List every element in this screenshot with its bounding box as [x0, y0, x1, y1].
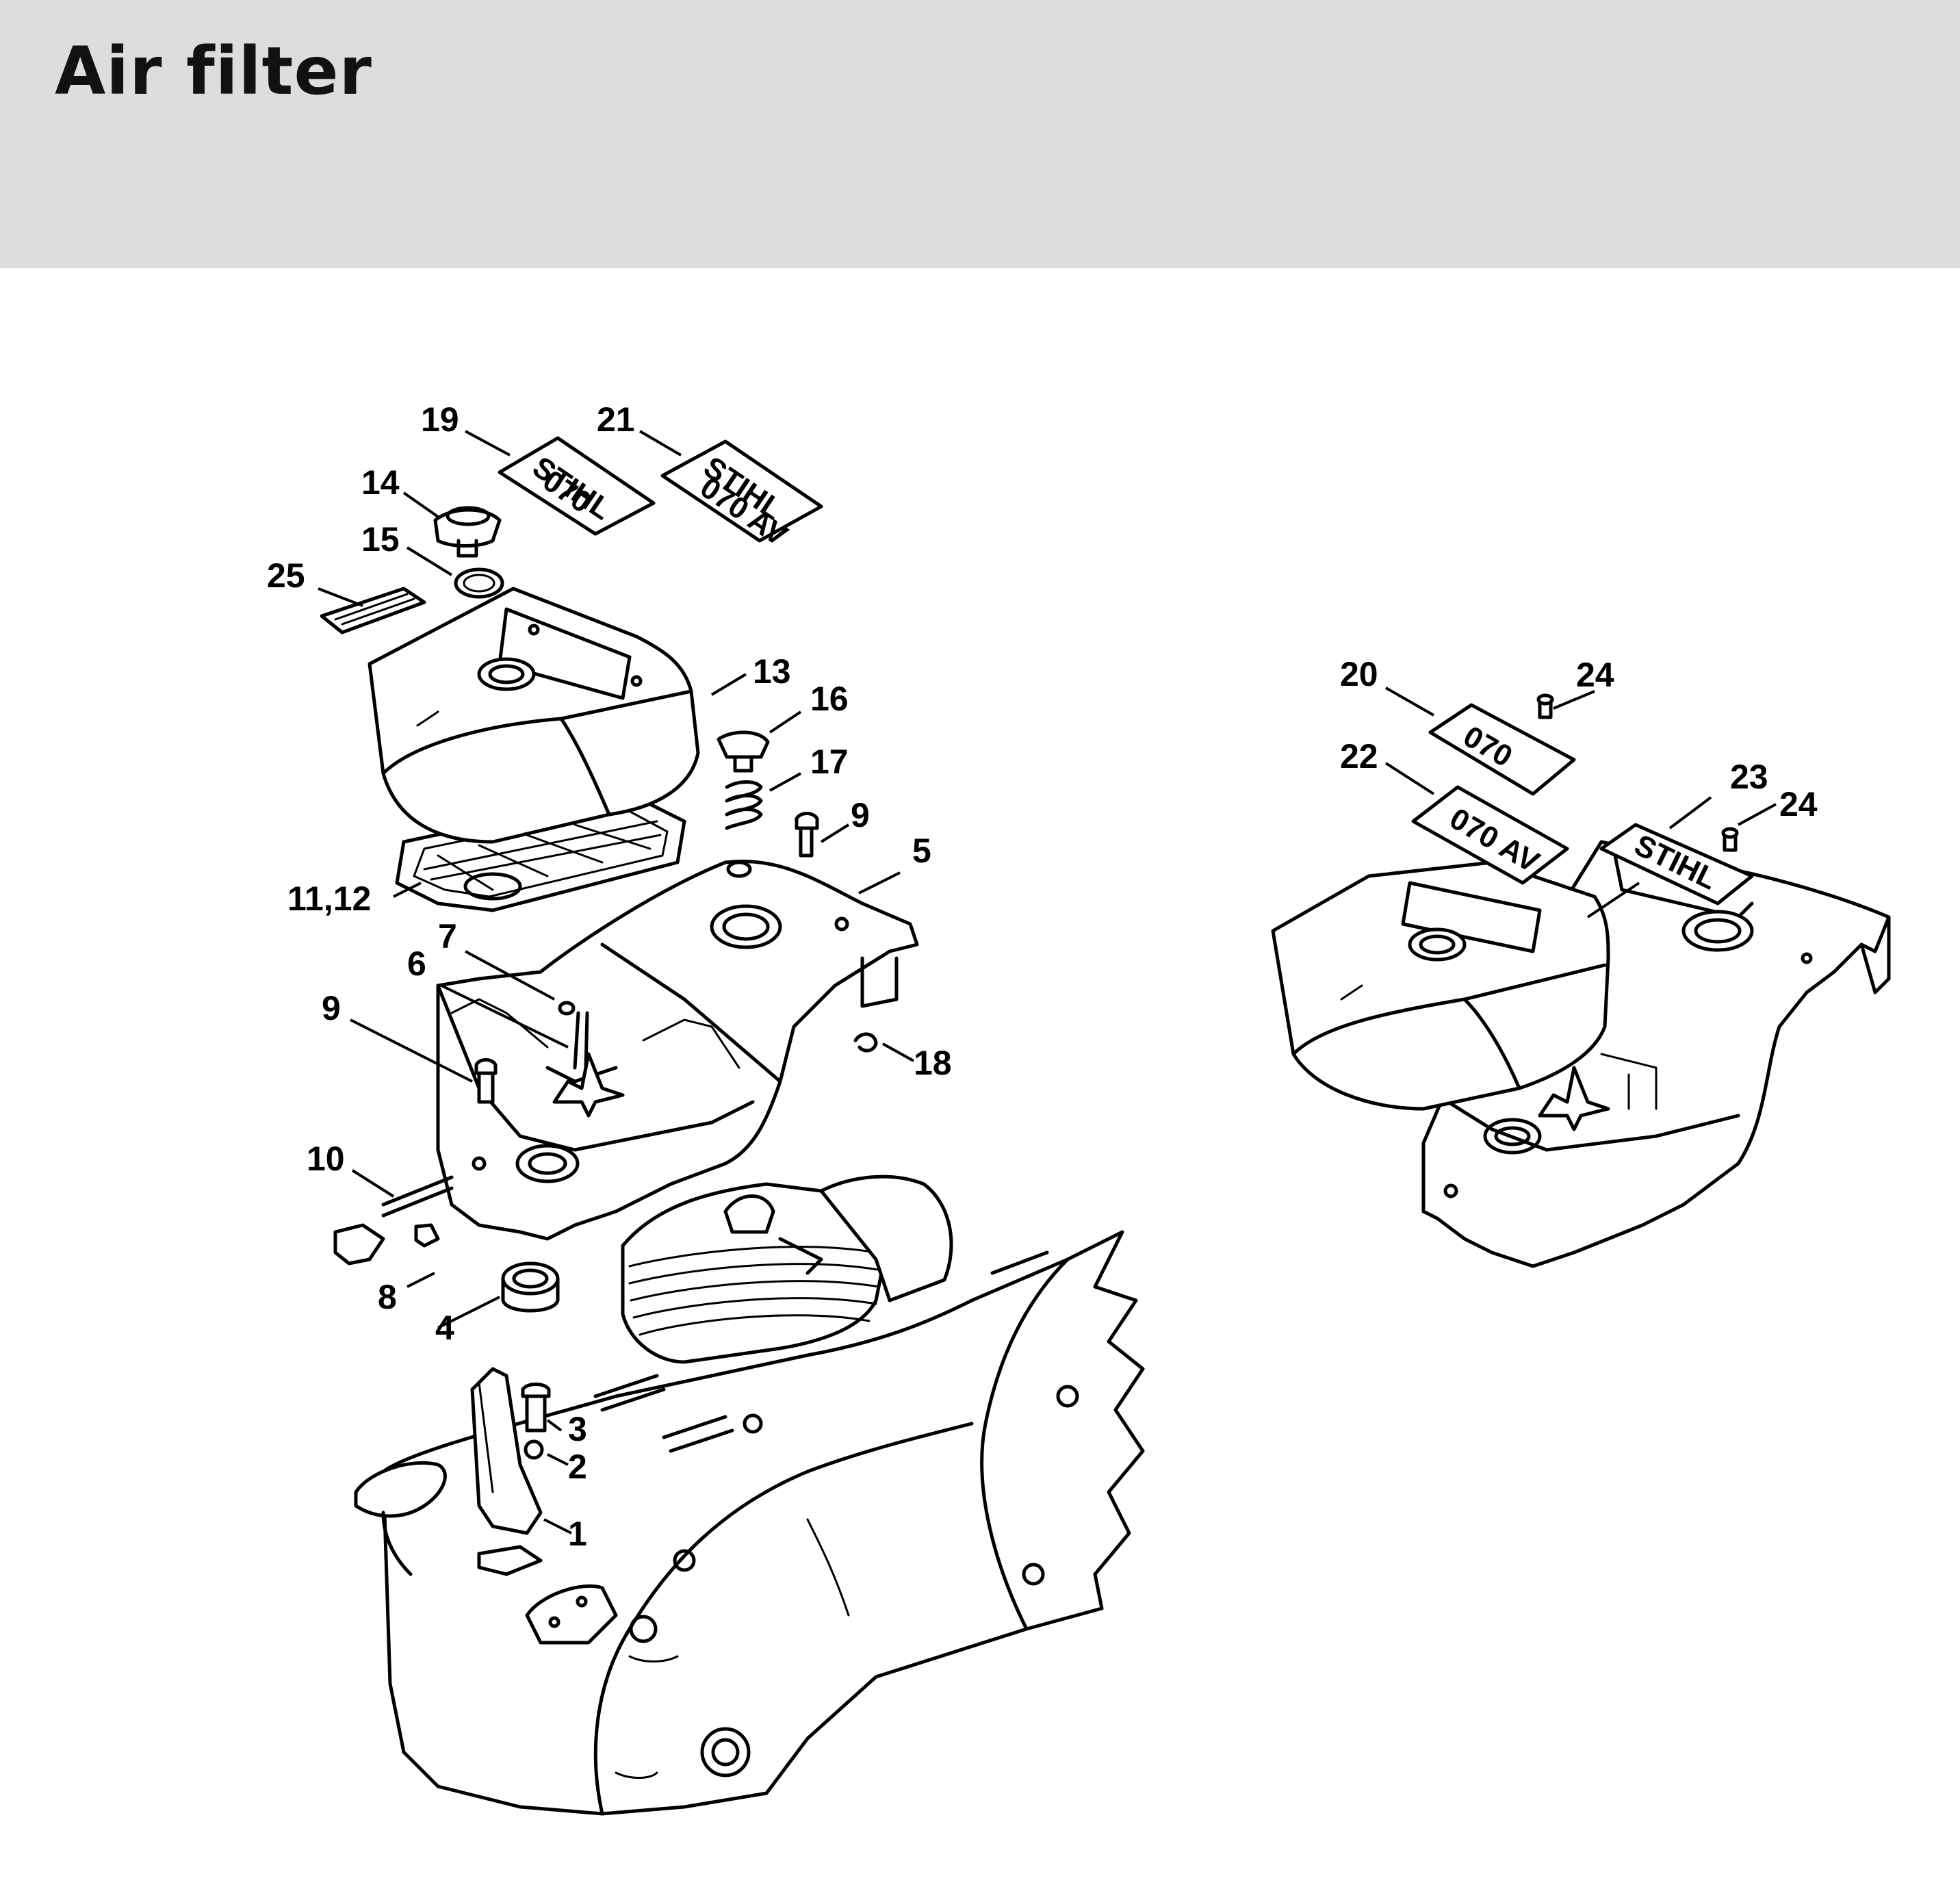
- callout-numbers: 19 21 14 15 25 13 16 17 9 5 11,12 7 6 9 …: [267, 400, 1818, 1553]
- part-13-cover: [368, 587, 700, 844]
- callout-6: 6: [407, 945, 426, 983]
- callout-8: 8: [378, 1278, 397, 1316]
- callout-17: 17: [810, 743, 849, 781]
- callout-1: 1: [568, 1515, 587, 1553]
- part-25-grille: [320, 587, 426, 634]
- part-9-screw: [474, 1058, 498, 1104]
- part-11-12-filter: [395, 792, 686, 912]
- part-20-plate: 070: [1428, 703, 1576, 796]
- engine-crankcase-drawing: [354, 1174, 1145, 1816]
- callout-10: 10: [307, 1140, 345, 1178]
- callout-15: 15: [361, 520, 400, 559]
- callout-16: 16: [810, 680, 849, 718]
- callout-leaders: [318, 430, 1777, 1535]
- part-2-3-screw-washer: [521, 1383, 551, 1460]
- header-bar: Air filter: [0, 0, 1960, 268]
- right-shroud-assembly: [1271, 840, 1891, 1268]
- part-15-o-ring: [454, 567, 504, 599]
- part-17-spring: [725, 780, 763, 830]
- callout-20: 20: [1340, 655, 1378, 693]
- part-4-grommet: [501, 1261, 560, 1313]
- part-16-knob: [717, 730, 770, 773]
- part-14-knob: [433, 506, 502, 558]
- callout-2: 2: [568, 1448, 587, 1486]
- part-6-7-star-bolt: [552, 1001, 625, 1118]
- callout-24-top: 24: [1576, 656, 1614, 694]
- callout-13: 13: [753, 652, 791, 691]
- callout-18: 18: [914, 1044, 952, 1082]
- callout-4: 4: [435, 1309, 454, 1347]
- callout-19: 19: [421, 400, 459, 439]
- callout-11-12: 11,12: [287, 880, 371, 918]
- part-18-clip: [853, 1032, 878, 1053]
- part-10-rod: [333, 1175, 454, 1266]
- callout-24-right: 24: [1779, 785, 1818, 823]
- callout-25: 25: [267, 556, 305, 595]
- callout-9-upper: 9: [851, 796, 870, 834]
- part-1-bracket: [470, 1367, 543, 1535]
- callout-5: 5: [912, 832, 931, 870]
- part-9-screw-upper: [795, 812, 819, 858]
- callout-7: 7: [438, 917, 457, 955]
- part-24-pins: [1536, 693, 1739, 852]
- callout-21: 21: [597, 400, 635, 439]
- part-19-plate: STIHL 070: [498, 436, 656, 536]
- part-21-plate: STIHL 070 AV: [660, 439, 823, 553]
- callout-22: 22: [1340, 737, 1378, 775]
- callout-23: 23: [1730, 758, 1768, 796]
- part-5-shroud: [436, 860, 919, 1241]
- callout-9-lower: 9: [322, 989, 341, 1027]
- callout-14: 14: [361, 463, 400, 502]
- callout-3: 3: [568, 1410, 587, 1448]
- page-title: Air filter: [55, 33, 372, 110]
- exploded-parts-diagram: STIHL 070 STIHL 070 AV 070 070 AV: [267, 400, 1891, 1816]
